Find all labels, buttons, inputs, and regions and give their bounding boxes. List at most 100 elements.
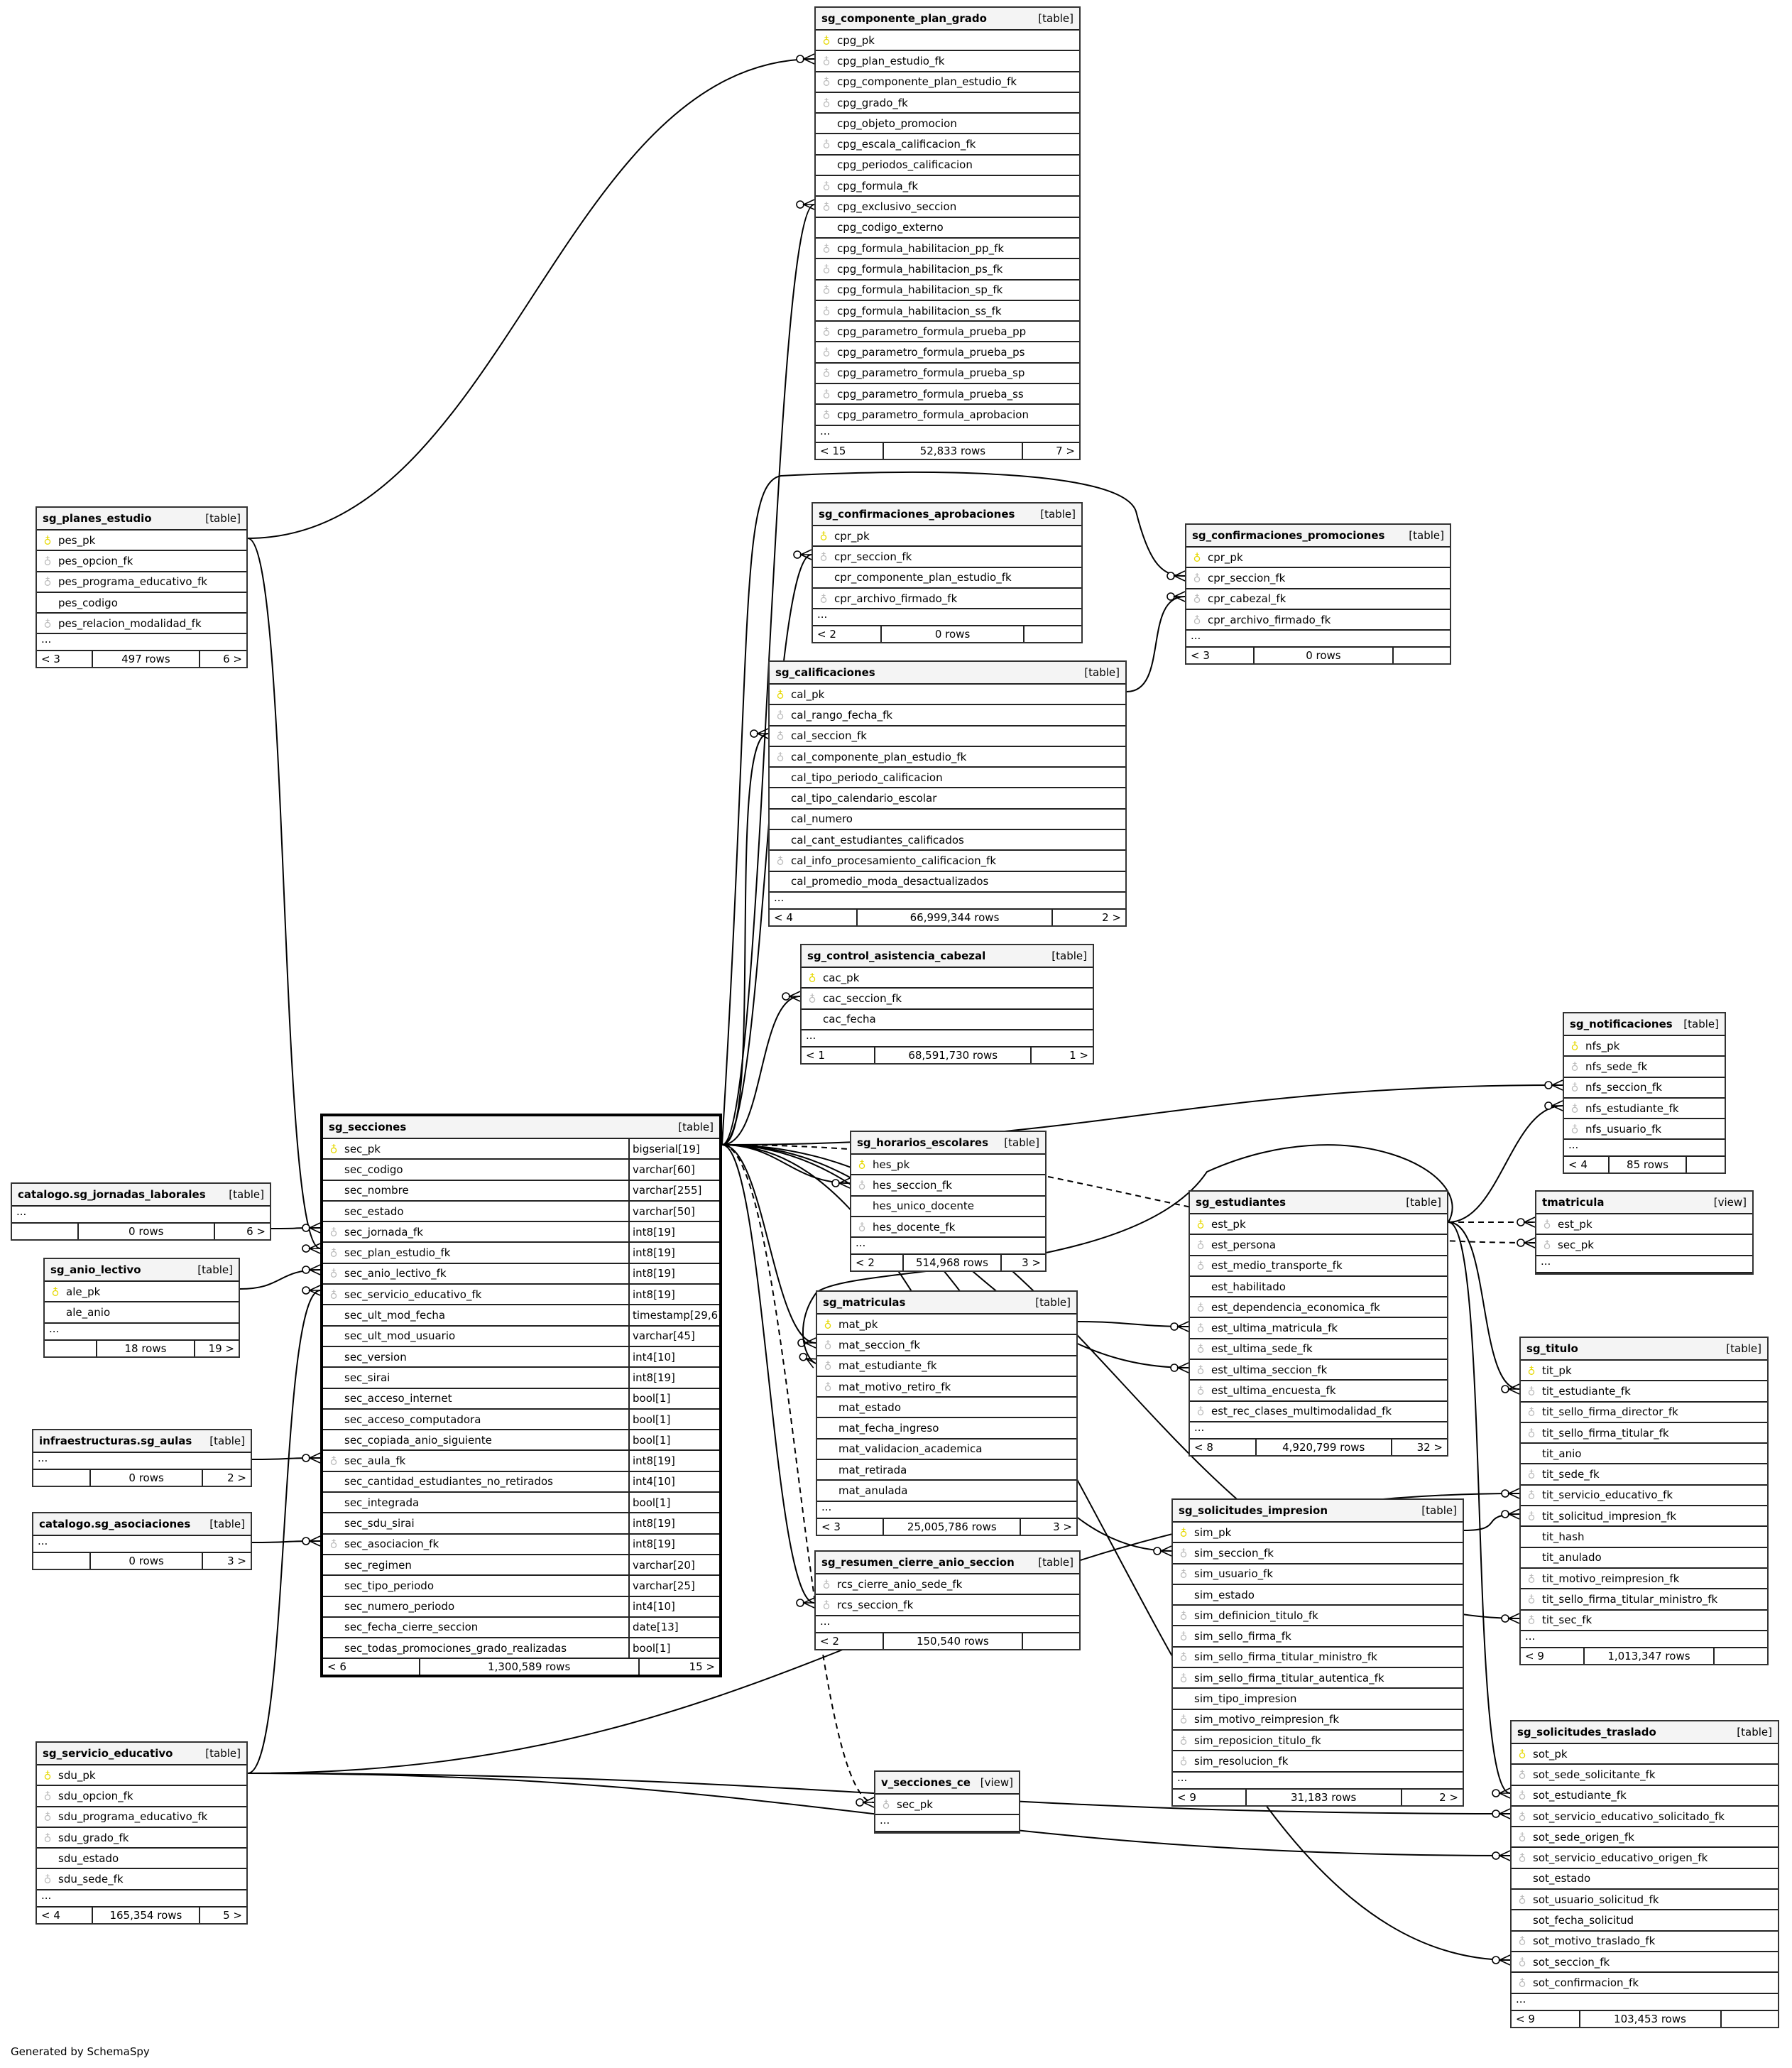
table-name[interactable]: catalogo.sg_jornadas_laborales	[18, 1188, 206, 1201]
column-row[interactable]: ♀sot_motivo_traslado_fk	[1512, 1932, 1778, 1952]
table-name[interactable]: sg_confirmaciones_promociones	[1192, 529, 1385, 542]
column-row[interactable]: ♀est_ultima_seccion_fk	[1190, 1360, 1447, 1381]
column-row[interactable]: ♀cpr_seccion_fk	[1186, 568, 1450, 589]
more-columns-ellipsis[interactable]: ...	[12, 1207, 270, 1224]
table-header[interactable]: sg_horarios_escolares[table]	[851, 1132, 1045, 1155]
column-row[interactable]: ♀est_dependencia_economica_fk	[1190, 1297, 1447, 1319]
column-row[interactable]: ♀cal_pk	[770, 685, 1125, 706]
column-row[interactable]: ♀cpg_parametro_formula_prueba_sp	[816, 364, 1079, 385]
table-sg-servicio-educativo[interactable]: sg_servicio_educativo[table]♀sdu_pk♀sdu_…	[35, 1741, 248, 1925]
column-row[interactable]: ♀cpg_parametro_formula_prueba_ss	[816, 384, 1079, 406]
table-header[interactable]: infraestructuras.sg_aulas[table]	[33, 1430, 251, 1453]
parents-link[interactable]: < 6	[323, 1659, 420, 1675]
column-row[interactable]: ♀est_rec_clases_multimodalidad_fk	[1190, 1402, 1447, 1422]
table-v-secciones-ce[interactable]: v_secciones_ce[view]♀sec_pk...	[874, 1770, 1020, 1834]
table-header[interactable]: sg_estudiantes[table]	[1190, 1192, 1447, 1214]
column-row[interactable]: ♀nfs_estudiante_fk	[1564, 1099, 1725, 1120]
table-header[interactable]: sg_titulo[table]	[1521, 1338, 1767, 1361]
column-row[interactable]: ♀pes_relacion_modalidad_fk	[37, 614, 246, 635]
more-columns-ellipsis[interactable]: ...	[1173, 1772, 1463, 1790]
column-row[interactable]: ♀cac_pk	[802, 968, 1093, 989]
column-row[interactable]: ♀est_pk	[1536, 1214, 1752, 1236]
table-name[interactable]: sg_solicitudes_traslado	[1517, 1726, 1656, 1738]
more-columns-ellipsis[interactable]: ...	[37, 634, 246, 652]
column-row[interactable]: ♀sdu_pk	[37, 1765, 246, 1787]
column-row[interactable]: sdu_estado	[37, 1849, 246, 1870]
column-row[interactable]: ♀cal_seccion_fk	[770, 726, 1125, 747]
table-name[interactable]: infraestructuras.sg_aulas	[39, 1435, 192, 1447]
column-row[interactable]: mat_retirada	[817, 1460, 1076, 1481]
column-row[interactable]: cal_tipo_calendario_escolar	[770, 788, 1125, 810]
column-row[interactable]: ♀est_medio_transporte_fk	[1190, 1256, 1447, 1277]
column-row[interactable]: ♀cpg_parametro_formula_prueba_ps	[816, 342, 1079, 364]
children-link[interactable]: 2 >	[1102, 910, 1121, 924]
column-row[interactable]: ♀cpg_componente_plan_estudio_fk	[816, 72, 1079, 93]
children-link[interactable]: 3 >	[1022, 1256, 1041, 1270]
more-columns-ellipsis[interactable]: ...	[1521, 1631, 1767, 1648]
column-row[interactable]: ♀cpg_grado_fk	[816, 93, 1079, 114]
column-row[interactable]: ♀sim_reposicion_titulo_fk	[1173, 1731, 1463, 1752]
column-row[interactable]: ♀cpg_formula_habilitacion_sp_fk	[816, 281, 1079, 301]
column-row[interactable]: ♀sot_seccion_fk	[1512, 1952, 1778, 1974]
column-row[interactable]: ♀tit_estudiante_fk	[1521, 1381, 1767, 1403]
column-row[interactable]: ♀tit_sello_firma_titular_fk	[1521, 1423, 1767, 1444]
column-row[interactable]: cpg_codigo_externo	[816, 218, 1079, 239]
more-columns-ellipsis[interactable]: ...	[875, 1815, 1019, 1833]
table-infraestructuras-sg-aulas[interactable]: infraestructuras.sg_aulas[table]...0 row…	[32, 1429, 252, 1487]
column-row[interactable]: ♀tit_pk	[1521, 1361, 1767, 1382]
table-tmatricula[interactable]: tmatricula[view]♀est_pk♀sec_pk...	[1535, 1190, 1754, 1275]
column-row[interactable]: ♀sot_confirmacion_fk	[1512, 1973, 1778, 1994]
children-link[interactable]	[1023, 1633, 1079, 1649]
more-columns-ellipsis[interactable]: ...	[33, 1453, 251, 1470]
table-name[interactable]: sg_horarios_escolares	[857, 1136, 989, 1149]
column-row[interactable]: cal_numero	[770, 810, 1125, 831]
column-row[interactable]: ♀est_ultima_sede_fk	[1190, 1339, 1447, 1361]
column-row[interactable]: sot_fecha_solicitud	[1512, 1910, 1778, 1932]
column-row[interactable]: ♀rcs_seccion_fk	[816, 1595, 1079, 1616]
column-row[interactable]: ♀cac_seccion_fk	[802, 989, 1093, 1010]
table-sg-calificaciones[interactable]: sg_calificaciones[table]♀cal_pk♀cal_rang…	[768, 660, 1127, 927]
table-name[interactable]: sg_secciones	[329, 1121, 407, 1133]
children-link[interactable]	[1394, 648, 1450, 663]
column-row[interactable]: ♀cpg_formula_habilitacion_pp_fk	[816, 239, 1079, 260]
column-row[interactable]: ♀cal_info_procesamiento_calificacion_fk	[770, 851, 1125, 872]
column-row[interactable]: ♀hes_docente_fk	[851, 1217, 1045, 1239]
parents-link[interactable]: < 4	[1564, 1157, 1610, 1173]
column-row[interactable]: ♀cpg_formula_habilitacion_ps_fk	[816, 259, 1079, 281]
children-link[interactable]: 5 >	[223, 1908, 242, 1922]
column-row[interactable]: hes_unico_docente	[851, 1197, 1045, 1217]
table-header[interactable]: sg_secciones[table]	[323, 1116, 719, 1139]
table-name[interactable]: sg_componente_plan_grado	[821, 12, 987, 25]
column-row[interactable]: ♀mat_seccion_fk	[817, 1335, 1076, 1356]
column-row[interactable]: sim_tipo_impresion	[1173, 1689, 1463, 1710]
table-sg-matriculas[interactable]: sg_matriculas[table]♀mat_pk♀mat_seccion_…	[816, 1290, 1078, 1536]
column-row[interactable]: ♀cpg_parametro_formula_prueba_pp	[816, 322, 1079, 343]
column-row[interactable]: ♀cpg_escala_calificacion_fk	[816, 134, 1079, 156]
column-row[interactable]: ♀sot_usuario_solicitud_fk	[1512, 1890, 1778, 1911]
column-row[interactable]: ♀sot_sede_solicitante_fk	[1512, 1765, 1778, 1786]
column-row[interactable]: ♀tit_motivo_reimpresion_fk	[1521, 1569, 1767, 1590]
parents-link[interactable]	[33, 1470, 92, 1486]
table-sg-control-asistencia-cabezal[interactable]: sg_control_asistencia_cabezal[table]♀cac…	[800, 944, 1094, 1065]
column-row[interactable]: ♀est_ultima_encuesta_fk	[1190, 1381, 1447, 1402]
table-sg-solicitudes-traslado[interactable]: sg_solicitudes_traslado[table]♀sot_pk♀so…	[1510, 1720, 1779, 2028]
column-row[interactable]: tit_anio	[1521, 1444, 1767, 1465]
table-sg-confirmaciones-aprobaciones[interactable]: sg_confirmaciones_aprobaciones[table]♀cp…	[812, 502, 1083, 644]
table-name[interactable]: v_secciones_ce	[881, 1776, 971, 1789]
children-link[interactable]: 6 >	[223, 653, 242, 666]
column-row[interactable]: cal_tipo_periodo_calificacion	[770, 768, 1125, 789]
more-columns-ellipsis[interactable]: ...	[1536, 1256, 1752, 1273]
column-row[interactable]: ♀cpr_seccion_fk	[813, 547, 1081, 568]
parents-link[interactable]: < 2	[816, 1633, 884, 1649]
children-link[interactable]	[1722, 2011, 1779, 2027]
column-row[interactable]: ♀pes_opcion_fk	[37, 551, 246, 572]
children-link[interactable]: 2 >	[227, 1471, 246, 1484]
children-link[interactable]: 1 >	[1069, 1048, 1088, 1062]
